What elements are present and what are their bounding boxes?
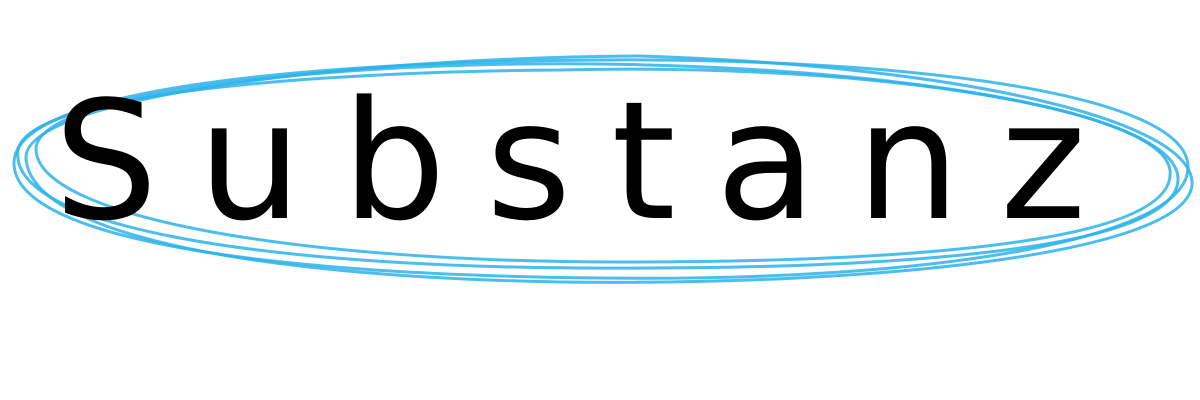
hand-drawn-ellipse-scribble — [12, 54, 1194, 284]
scribble-stroke — [24, 54, 1194, 284]
scribble-stroke — [12, 58, 1190, 280]
wordmark-text: Substanz — [54, 66, 1126, 257]
scribble-stroke — [34, 62, 1172, 264]
